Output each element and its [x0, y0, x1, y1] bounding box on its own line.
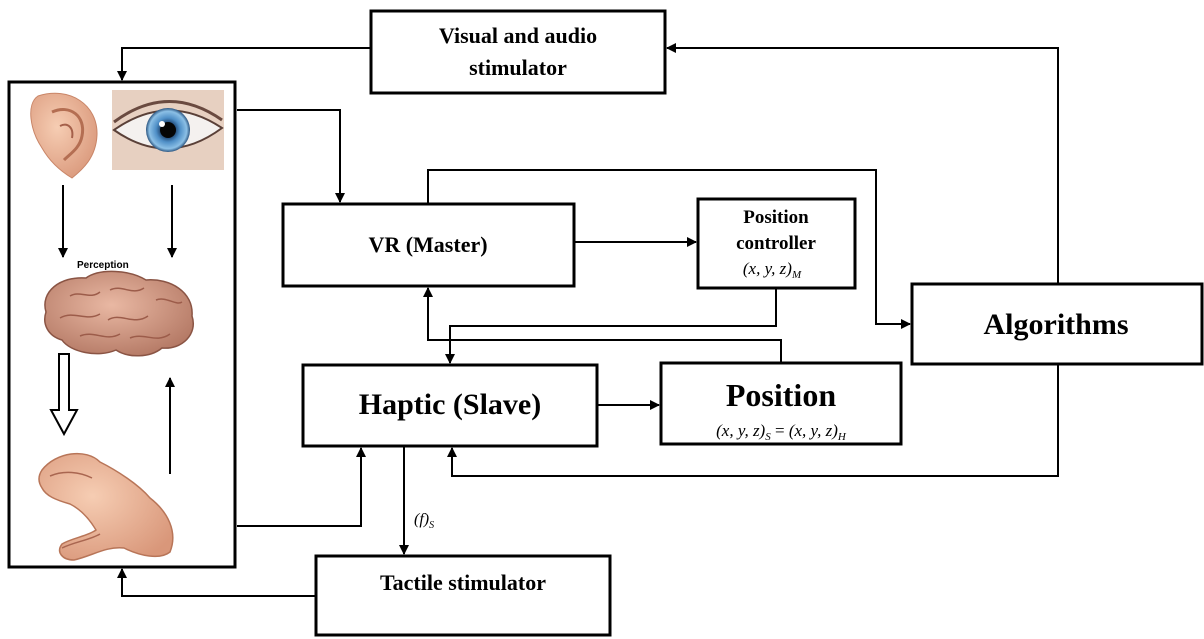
edge-controller-to-haptic	[445, 288, 777, 364]
edge-visual-to-human	[117, 47, 371, 81]
hollow-down-arrow	[49, 353, 79, 437]
edge-tactile-to-human	[117, 568, 316, 597]
eye-image	[112, 90, 224, 170]
edge-vr-to-algorithms	[427, 169, 911, 329]
position-label: Position	[726, 377, 836, 413]
haptic-slave-label: Haptic (Slave)	[359, 388, 541, 421]
brain-image	[44, 270, 195, 357]
tactile-stimulator-box	[314, 554, 612, 637]
position-controller-formula: (x, y, z)M	[743, 259, 802, 281]
visual-audio-line1: Visual and audio	[439, 23, 597, 48]
tactile-stimulator-label: Tactile stimulator	[380, 570, 546, 595]
hand-image	[38, 452, 174, 561]
perception-label: Perception	[77, 260, 129, 271]
edge-algorithms-to-visual	[666, 43, 1059, 284]
algorithms-box	[910, 282, 1204, 366]
vr-master-box	[281, 202, 576, 288]
visual-audio-line2: stimulator	[469, 55, 567, 80]
vr-master-label: VR (Master)	[368, 232, 487, 257]
edge-position-to-vr	[423, 287, 782, 363]
edge-human-to-haptic	[237, 447, 366, 527]
algorithms-label: Algorithms	[984, 308, 1129, 341]
ear-image	[30, 92, 98, 179]
force-label: (f)S	[414, 511, 434, 531]
position-controller-line1: Position	[743, 207, 809, 228]
edge-human-to-vr	[237, 109, 345, 203]
position-controller-line2: controller	[736, 233, 816, 254]
edge-algorithms-to-haptic	[447, 364, 1059, 477]
position-controller-box	[696, 197, 857, 290]
position-box	[659, 361, 903, 446]
position-formula: (x, y, z)S = (x, y, z)H	[716, 421, 847, 443]
visual-audio-stimulator-box	[369, 9, 667, 95]
